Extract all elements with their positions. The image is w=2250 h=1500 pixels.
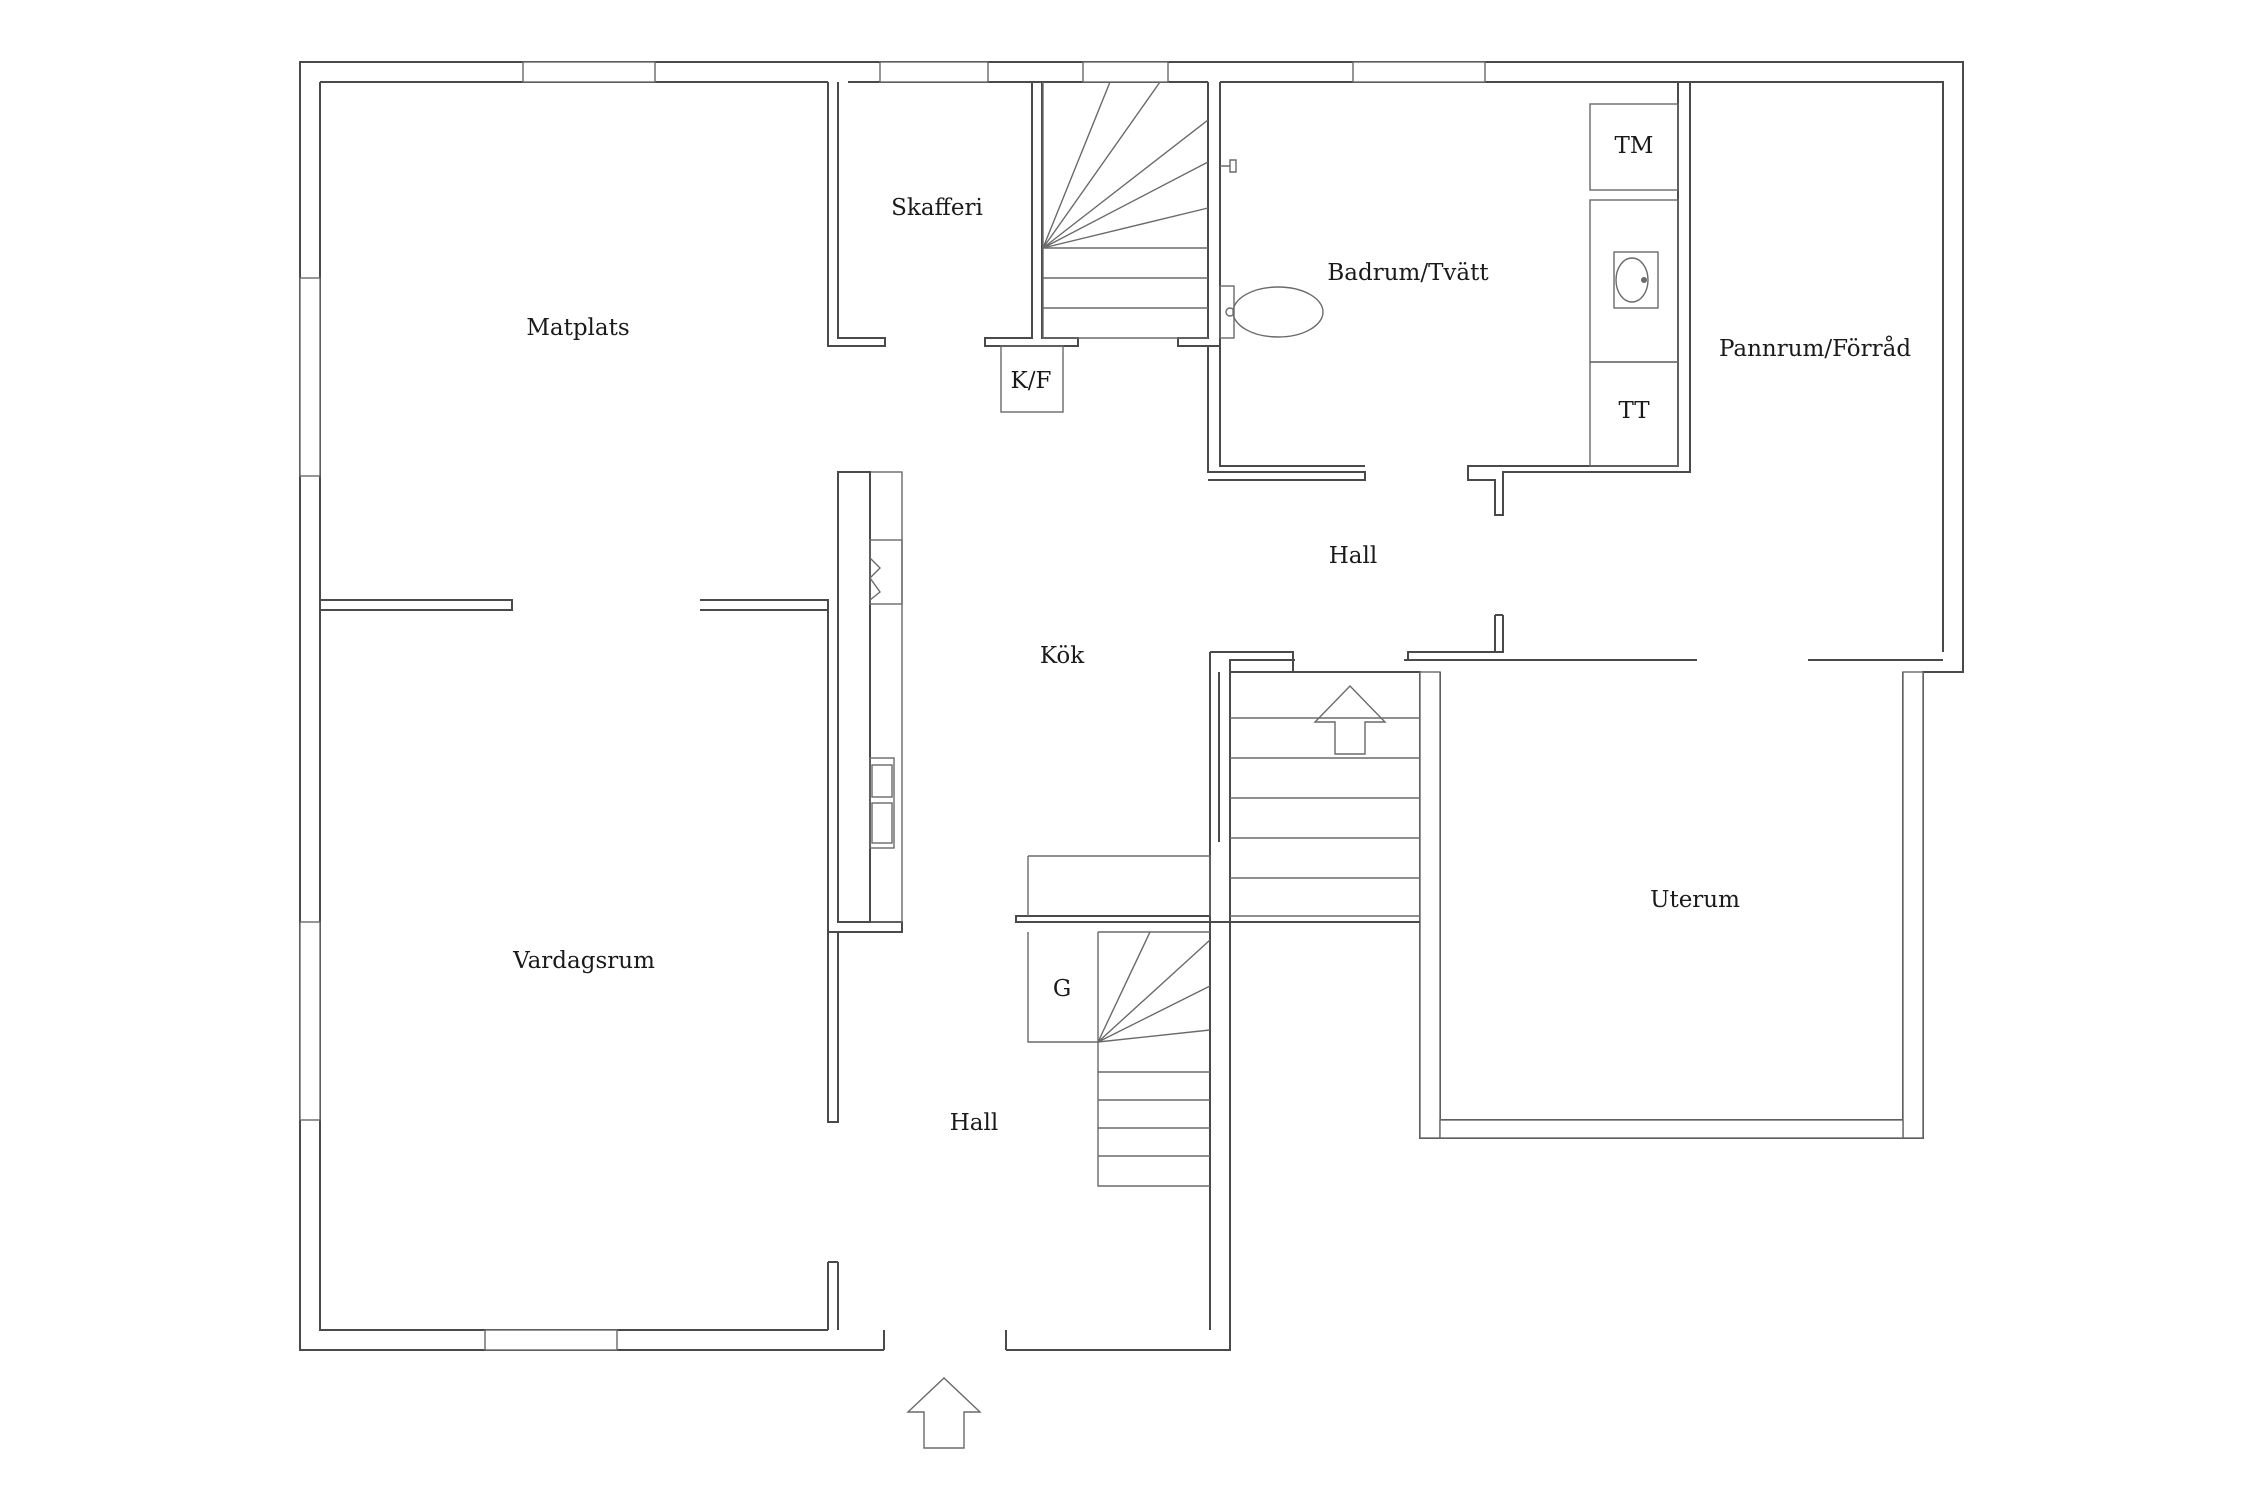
tt-box: [1589, 361, 1679, 467]
toilet-icon: [1219, 285, 1324, 339]
window-matplats-top: [522, 61, 656, 83]
label-tm: TM: [1615, 133, 1654, 159]
drain-icon: [1220, 159, 1237, 173]
window-uterum-right: [1902, 671, 1924, 1139]
kf-box: [1000, 345, 1064, 413]
window-stair: [1082, 61, 1169, 83]
kitchen-counter: [837, 471, 903, 923]
outer-walls: [299, 61, 1964, 1351]
label-hall-lower: Hall: [950, 1110, 998, 1136]
stair-lower: [1027, 855, 1211, 1187]
stair-entrance: [1230, 717, 1420, 923]
label-skafferi: Skafferi: [891, 195, 983, 221]
window-skafferi: [879, 61, 989, 83]
window-vardagsrum-side: [299, 921, 321, 1121]
sink-cabinet: [1589, 199, 1679, 363]
label-uterum: Uterum: [1650, 887, 1740, 913]
window-uterum-left: [1419, 671, 1441, 1139]
window-matplats-side: [299, 277, 321, 477]
room-labels: Matplats Skafferi K/F Badrum/Tvätt TM TT…: [512, 133, 1911, 1136]
entrance-opening: [884, 1328, 1006, 1352]
label-matplats: Matplats: [526, 315, 629, 341]
label-tt: TT: [1618, 398, 1650, 424]
window-uterum-bottom: [1439, 1119, 1904, 1139]
window-badrum: [1352, 61, 1486, 83]
tm-box: [1589, 103, 1679, 191]
window-vardagsrum-bottom: [484, 1329, 618, 1351]
label-kok: Kök: [1040, 643, 1085, 669]
label-kf: K/F: [1011, 368, 1052, 394]
arrow-up-icon: [1313, 684, 1387, 755]
stove-icon: [869, 539, 903, 605]
sink-icon: [1613, 251, 1659, 309]
label-pannrum: Pannrum/Förråd: [1719, 335, 1911, 362]
double-sink-icon: [869, 757, 895, 849]
label-badrum: Badrum/Tvätt: [1327, 260, 1489, 286]
label-g: G: [1053, 976, 1071, 1002]
stair-upper: [1042, 81, 1209, 339]
label-hall-upper: Hall: [1329, 543, 1377, 569]
entrance-jambs: [883, 1330, 1007, 1350]
label-vardagsrum: Vardagsrum: [512, 948, 655, 974]
interior-walls: [320, 81, 1691, 1330]
arrow-up-icon: [906, 1377, 982, 1449]
bathroom-fixtures: [1000, 103, 1679, 467]
windows: [299, 61, 1924, 1351]
